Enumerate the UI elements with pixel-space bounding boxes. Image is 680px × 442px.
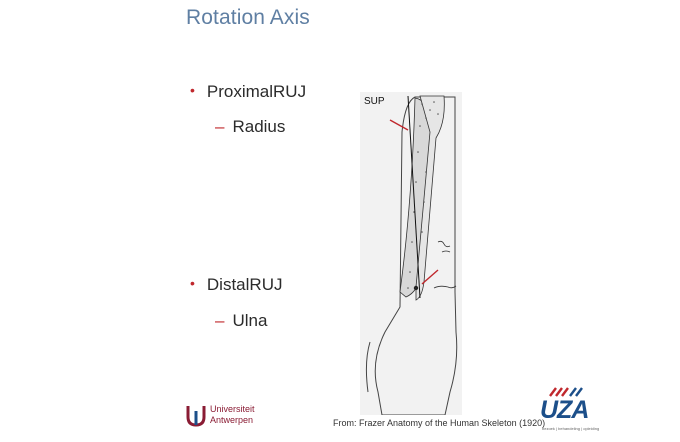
bullet-distal-ruj: • DistalRUJ bbox=[190, 275, 282, 295]
bullet-label: DistalRUJ bbox=[206, 275, 283, 294]
distal-arrow bbox=[421, 269, 439, 285]
bone-stippling bbox=[407, 101, 439, 289]
sub-bullet-ulna: –Ulna bbox=[215, 311, 267, 331]
sub-bullet-label: Ulna bbox=[232, 311, 268, 330]
figure-caption: From: Frazer Anatomy of the Human Skelet… bbox=[333, 418, 546, 428]
handwritten-annotations bbox=[433, 240, 457, 289]
thumb-outline bbox=[365, 341, 371, 393]
uza-wordmark: UZA bbox=[540, 396, 589, 424]
sub-bullet-label: Radius bbox=[232, 117, 286, 136]
sub-bullet-radius: –Radius bbox=[215, 117, 285, 137]
forearm-skeleton-figure: SUP bbox=[360, 92, 462, 415]
bullet-proximal-ruj: • ProximalRUJ bbox=[190, 82, 306, 102]
proximal-arrow bbox=[389, 119, 409, 131]
universiteit-antwerpen-logo: Universiteit Antwerpen bbox=[185, 402, 263, 432]
ua-line-1: Universiteit bbox=[210, 404, 255, 414]
rotation-axis-line bbox=[407, 95, 421, 299]
sub-bullet-dash: – bbox=[215, 117, 225, 136]
uza-logo: UZA bezoek | behandeling | opleiding bbox=[540, 386, 610, 434]
ua-emblem-icon bbox=[186, 406, 206, 427]
ua-wordmark: Universiteit Antwerpen bbox=[210, 404, 255, 426]
uza-stripes-icon bbox=[549, 387, 583, 397]
distal-joint-marker bbox=[413, 285, 419, 291]
slide-title: Rotation Axis bbox=[186, 6, 310, 29]
forearm-outline bbox=[374, 96, 458, 415]
ua-line-2: Antwerpen bbox=[210, 415, 254, 425]
bullet-label: ProximalRUJ bbox=[206, 82, 307, 101]
sup-label: SUP bbox=[364, 96, 385, 107]
bullet-dot: • bbox=[190, 82, 195, 98]
sub-bullet-dash: – bbox=[215, 311, 225, 330]
uza-tagline: bezoek | behandeling | opleiding bbox=[542, 426, 600, 431]
bullet-dot: • bbox=[190, 275, 195, 291]
